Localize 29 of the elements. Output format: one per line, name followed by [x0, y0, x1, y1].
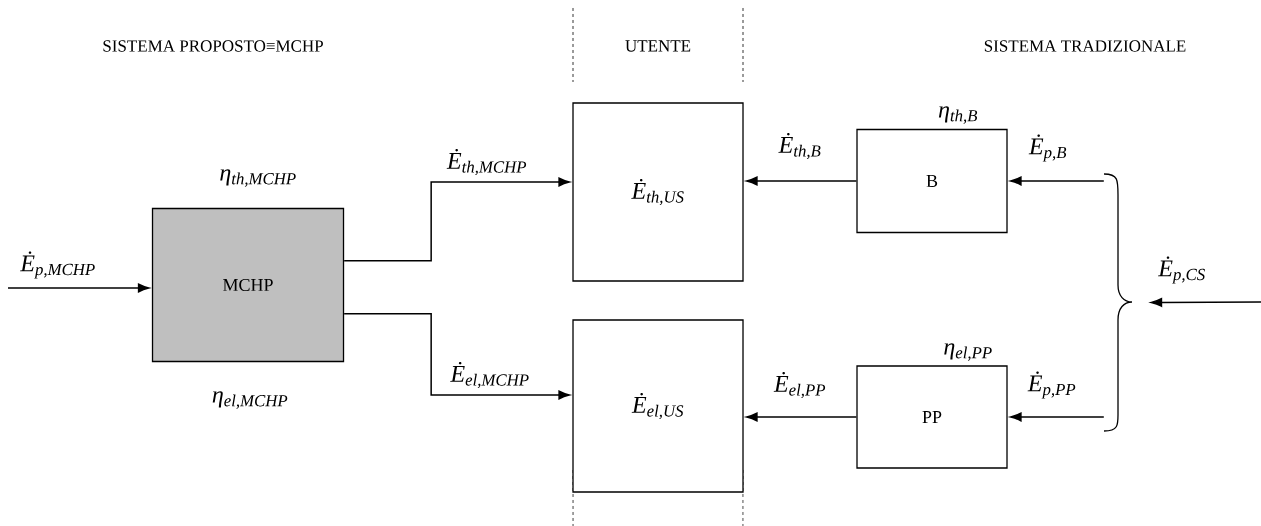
efficiency-label: η$_{el,PP}$	[944, 343, 992, 361]
edge-label: Ė$_{th,MCHP}$	[446, 147, 528, 177]
arrow	[7, 283, 150, 293]
arrow	[343, 313, 570, 400]
process-box: MCHP	[151, 207, 345, 363]
edge-label: Ė$_{el,MCHP}$	[449, 360, 531, 390]
user-box: Ė$_{el,US}$	[572, 319, 744, 493]
edge-label: Ė$_{p,PP}$	[1026, 370, 1078, 400]
arrow	[746, 176, 858, 186]
efficiency-label: η$_{th,MCHP}$	[220, 169, 296, 187]
process-box: PP	[856, 365, 1008, 469]
edge-label: Ė$_{p,MCHP}$	[19, 250, 97, 280]
section-heading: UTENTE	[625, 40, 691, 52]
arrow	[1010, 176, 1105, 186]
arrow	[746, 412, 858, 422]
edge-label: Ė$_{p,CS}$	[1157, 255, 1207, 285]
process-box: B	[856, 128, 1008, 234]
arrow	[1150, 297, 1261, 307]
edge-label: Ė$_{p,B}$	[1028, 133, 1068, 163]
user-box: Ė$_{th,US}$	[572, 102, 744, 282]
section-heading: SISTEMA TRADIZIONALE	[984, 40, 1186, 52]
arrow	[1010, 412, 1105, 422]
arrow	[343, 177, 570, 262]
edge-label: Ė$_{el,PP}$	[773, 370, 827, 400]
edge-label: Ė$_{th,B}$	[777, 131, 823, 161]
efficiency-label: η$_{el,MCHP}$	[212, 391, 288, 409]
efficiency-label: η$_{th,B}$	[938, 106, 978, 124]
brace	[1103, 173, 1133, 432]
section-heading: SISTEMA PROPOSTO≡MCHP	[103, 40, 323, 52]
